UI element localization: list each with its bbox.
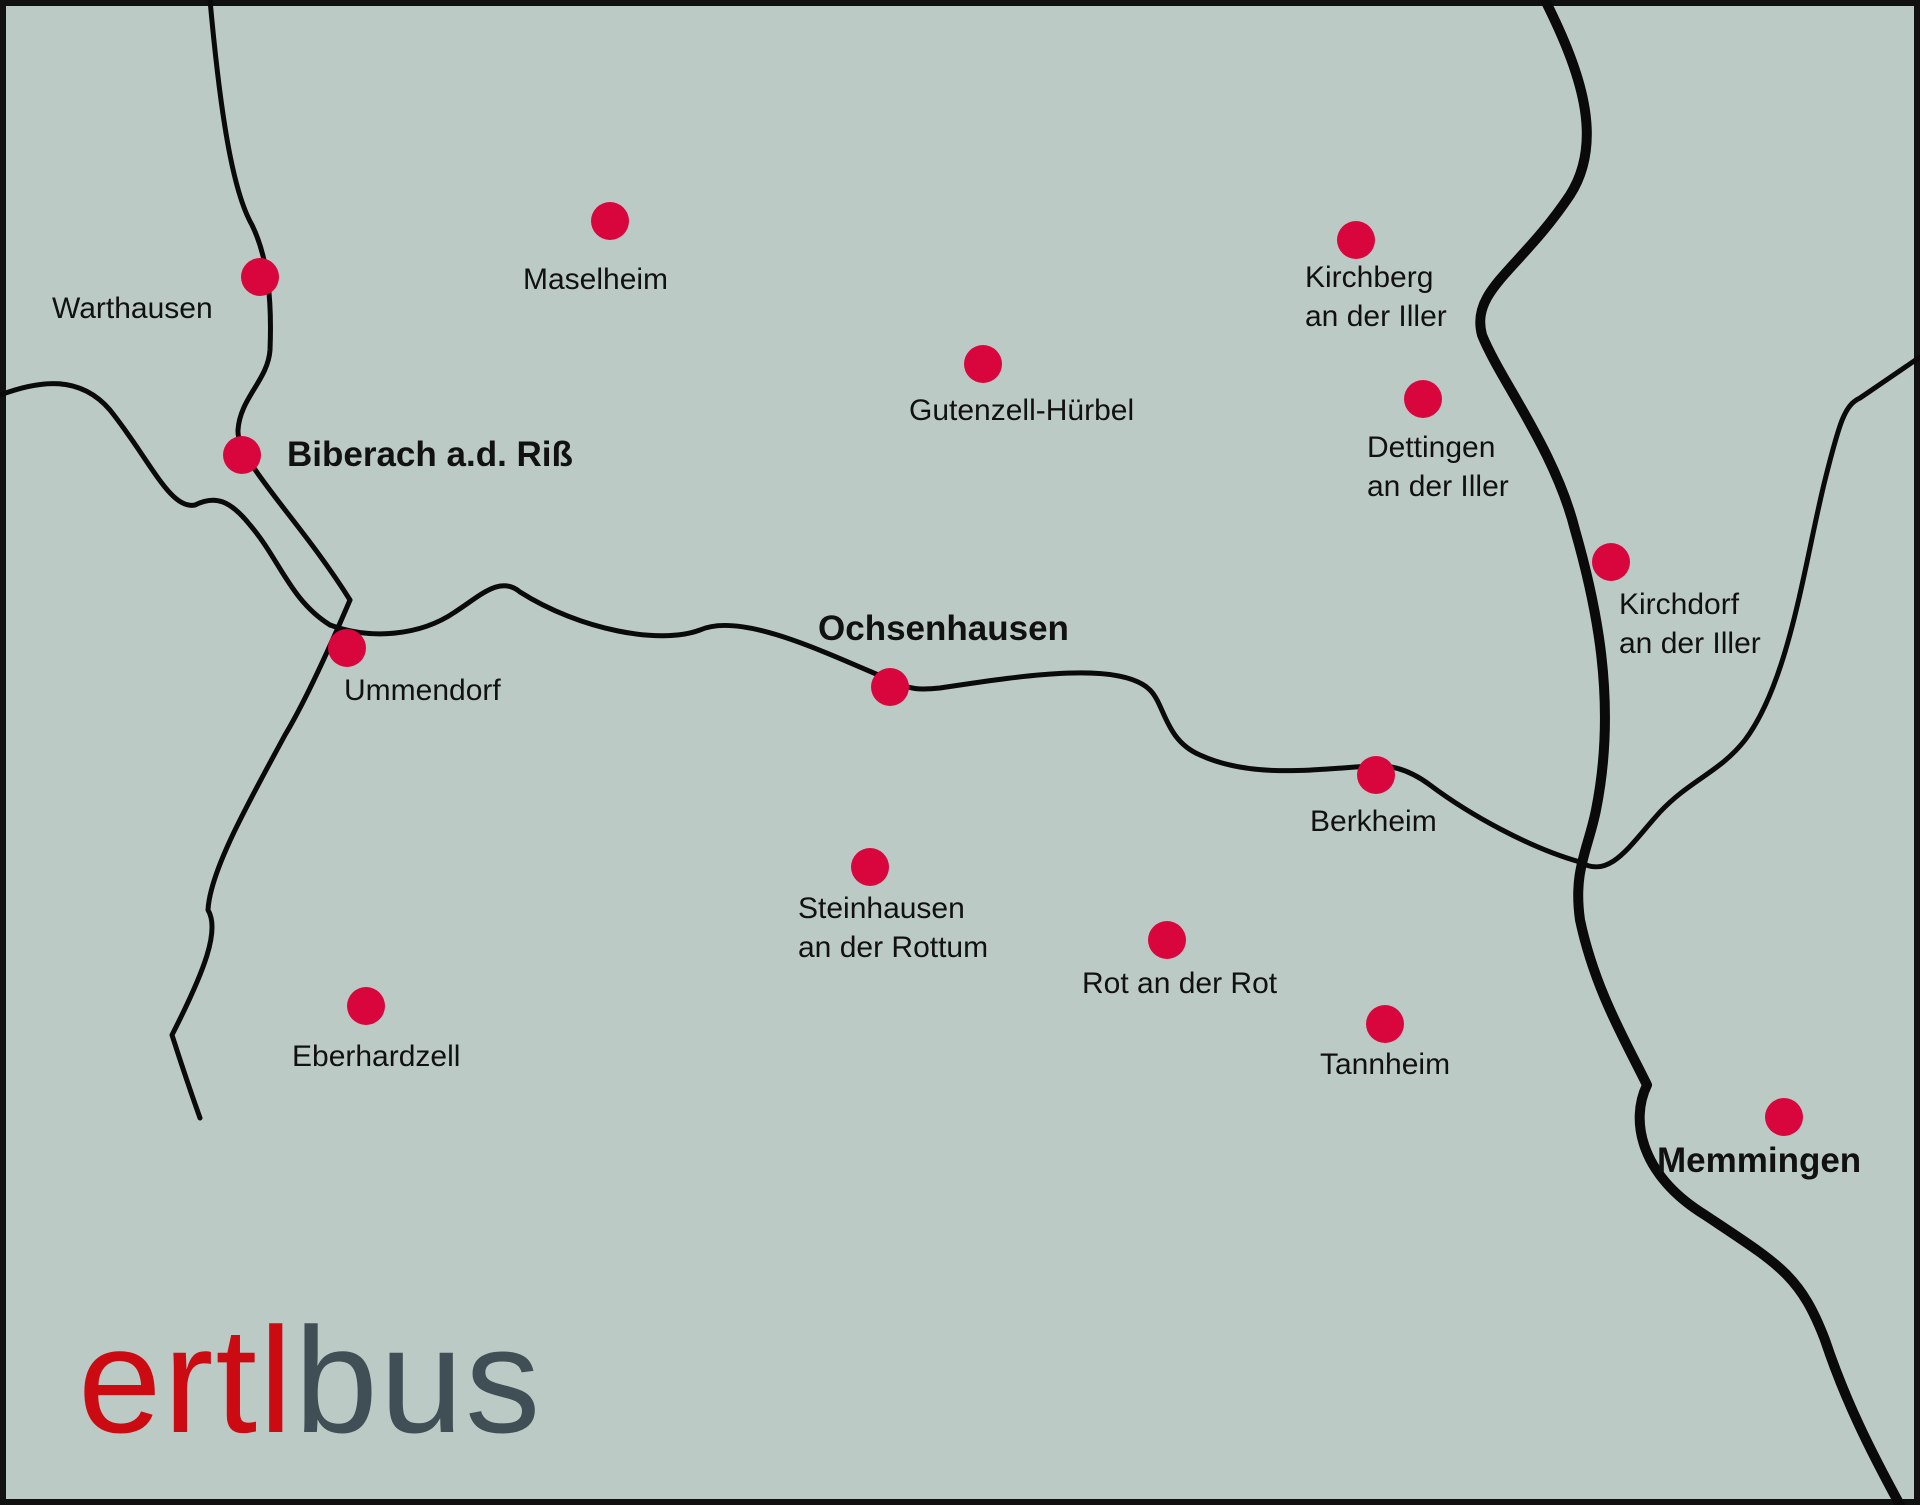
town-dettingen: Dettingen an der Iller	[1367, 380, 1509, 503]
town-label-line: an der Iller	[1367, 470, 1509, 503]
town-label-eberhardzell: Eberhardzell	[292, 1040, 460, 1073]
town-steinhausen: Steinhausen an der Rottum	[798, 848, 988, 964]
town-eberhardzell: Eberhardzell	[292, 987, 460, 1073]
town-label-kirchdorf: Kirchdorf an der Iller	[1619, 588, 1761, 660]
town-ochsenhausen: Ochsenhausen	[818, 609, 1069, 706]
town-label-line: Kirchdorf	[1619, 588, 1740, 621]
road-west-biberach	[0, 381, 333, 628]
town-tannheim: Tannheim	[1320, 1005, 1450, 1081]
town-dot-ochsenhausen	[871, 668, 909, 706]
town-label-line: Warthausen	[52, 292, 213, 325]
town-label-maselheim: Maselheim	[523, 263, 668, 296]
svg-text:ertlbus: ertlbus	[78, 1296, 542, 1464]
town-label-line: Memmingen	[1657, 1141, 1861, 1180]
town-dot-maselheim	[591, 202, 629, 240]
town-dot-rot	[1148, 921, 1186, 959]
town-label-line: Rot an der Rot	[1082, 967, 1278, 1000]
town-berkheim: Berkheim	[1310, 756, 1437, 838]
town-label-ummendorf: Ummendorf	[344, 674, 501, 707]
town-label-line: Ochsenhausen	[818, 609, 1069, 648]
town-label-line: Maselheim	[523, 263, 668, 296]
town-label-line: an der Rottum	[798, 931, 988, 964]
town-dot-dettingen	[1404, 380, 1442, 418]
town-label-berkheim: Berkheim	[1310, 805, 1437, 838]
town-label-warthausen: Warthausen	[52, 292, 213, 325]
town-label-line: Berkheim	[1310, 805, 1437, 838]
town-dot-tannheim	[1366, 1005, 1404, 1043]
town-label-steinhausen: Steinhausen an der Rottum	[798, 892, 988, 964]
town-label-line: Steinhausen	[798, 892, 965, 925]
town-label-line: Kirchberg	[1305, 261, 1433, 294]
town-dot-steinhausen	[851, 848, 889, 886]
road-southwest	[169, 597, 353, 1121]
road-north-biberach	[207, 0, 353, 603]
town-label-line: Dettingen	[1367, 431, 1495, 464]
town-label-line: Ummendorf	[344, 674, 501, 707]
town-maselheim: Maselheim	[523, 202, 668, 296]
town-label-ochsenhausen: Ochsenhausen	[818, 609, 1069, 648]
town-dot-eberhardzell	[347, 987, 385, 1025]
town-label-memmingen: Memmingen	[1657, 1141, 1861, 1180]
town-warthausen: Warthausen	[52, 258, 279, 325]
town-memmingen: Memmingen	[1657, 1098, 1861, 1180]
town-label-dettingen: Dettingen an der Iller	[1367, 431, 1509, 503]
town-kirchberg: Kirchberg an der Iller	[1305, 221, 1447, 333]
logo-bus: bus	[294, 1296, 542, 1464]
town-biberach: Biberach a.d. Riß	[223, 435, 573, 474]
road-northeast	[1577, 354, 1920, 870]
town-dot-biberach	[223, 436, 261, 474]
town-dot-memmingen	[1765, 1098, 1803, 1136]
town-rot: Rot an der Rot	[1082, 921, 1278, 1000]
ertlbus-logo: ertlbus	[78, 1296, 542, 1464]
town-label-line: an der Iller	[1305, 300, 1447, 333]
town-label-line: Eberhardzell	[292, 1040, 460, 1073]
town-label-line: Tannheim	[1320, 1048, 1450, 1081]
town-kirchdorf: Kirchdorf an der Iller	[1592, 543, 1761, 660]
town-ummendorf: Ummendorf	[328, 629, 501, 707]
town-label-biberach: Biberach a.d. Riß	[287, 435, 573, 474]
town-dot-berkheim	[1357, 756, 1395, 794]
town-label-line: Gutenzell-Hürbel	[909, 394, 1134, 427]
town-label-tannheim: Tannheim	[1320, 1048, 1450, 1081]
town-label-line: an der Iller	[1619, 627, 1761, 660]
town-dot-kirchdorf	[1592, 543, 1630, 581]
town-dot-ummendorf	[328, 629, 366, 667]
town-dot-gutenzell	[964, 345, 1002, 383]
town-label-rot: Rot an der Rot	[1082, 967, 1278, 1000]
town-gutenzell: Gutenzell-Hürbel	[909, 345, 1134, 427]
town-label-kirchberg: Kirchberg an der Iller	[1305, 261, 1447, 333]
town-label-gutenzell: Gutenzell-Hürbel	[909, 394, 1134, 427]
logo-ertl: ertl	[78, 1296, 294, 1464]
town-dot-warthausen	[241, 258, 279, 296]
highway	[1475, 0, 1905, 1505]
town-label-line: Biberach a.d. Riß	[287, 435, 573, 474]
town-dot-kirchberg	[1337, 221, 1375, 259]
